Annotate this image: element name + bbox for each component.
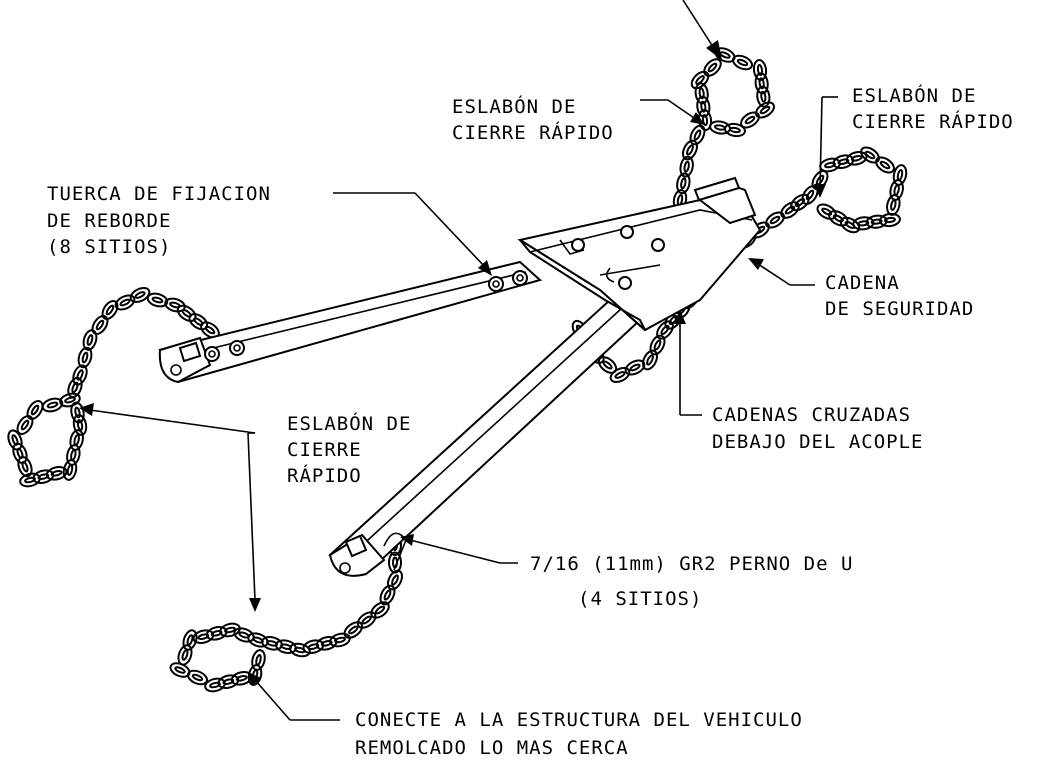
svg-text:CADENAS CRUZADAS: CADENAS CRUZADAS — [712, 404, 911, 426]
svg-text:ESLABÓN DE: ESLABÓN DE — [452, 94, 576, 118]
label-quick-link-left: ESLABÓN DE CIERRE RÁPIDO — [287, 411, 411, 487]
coupler-head — [517, 176, 762, 332]
svg-text:DE REBORDE: DE REBORDE — [47, 210, 171, 232]
svg-text:CIERRE: CIERRE — [287, 439, 362, 461]
left-arm — [158, 260, 543, 384]
label-safety-chain: CADENA DE SEGURIDAD — [825, 272, 974, 320]
svg-text:CIERRE RÁPIDO: CIERRE RÁPIDO — [452, 121, 614, 144]
svg-text:ESLABÓN DE: ESLABÓN DE — [287, 411, 411, 435]
svg-text:(4 SITIOS): (4 SITIOS) — [578, 588, 702, 610]
svg-text:ESLABÓN DE: ESLABÓN DE — [852, 83, 976, 107]
svg-text:RÁPIDO: RÁPIDO — [287, 464, 362, 487]
svg-text:CADENA: CADENA — [825, 272, 900, 294]
svg-text:CONECTE A LA ESTRUCTURA DEL VE: CONECTE A LA ESTRUCTURA DEL VEHICULO — [355, 709, 803, 731]
flange-nut — [204, 270, 528, 362]
svg-text:CIERRE RÁPIDO: CIERRE RÁPIDO — [852, 110, 1014, 133]
label-connect: CONECTE A LA ESTRUCTURA DEL VEHICULO REM… — [355, 709, 803, 759]
label-flange-nut: TUERCA DE FIJACION DE REBORDE (8 SITIOS) — [47, 183, 271, 258]
chain-left-loop — [7, 287, 220, 488]
svg-text:DEBAJO DEL ACOPLE: DEBAJO DEL ACOPLE — [712, 431, 923, 453]
svg-text:7/16 (11mm) GR2 PERNO De U: 7/16 (11mm) GR2 PERNO De U — [530, 553, 853, 575]
svg-text:TUERCA DE FIJACION: TUERCA DE FIJACION — [47, 183, 271, 205]
leader-lines — [79, 0, 838, 721]
svg-text:(8 SITIOS): (8 SITIOS) — [47, 236, 171, 258]
label-quick-link-top: ESLABÓN DE CIERRE RÁPIDO — [452, 94, 614, 144]
right-arm — [328, 298, 642, 577]
label-crossed-chains: CADENAS CRUZADAS DEBAJO DEL ACOPLE — [712, 404, 923, 453]
label-u-bolt: 7/16 (11mm) GR2 PERNO De U (4 SITIOS) — [530, 553, 853, 610]
label-quick-link-right: ESLABÓN DE CIERRE RÁPIDO — [852, 83, 1014, 133]
svg-text:DE SEGURIDAD: DE SEGURIDAD — [825, 298, 974, 320]
svg-text:REMOLCADO LO MAS CERCA: REMOLCADO LO MAS CERCA — [355, 737, 629, 759]
